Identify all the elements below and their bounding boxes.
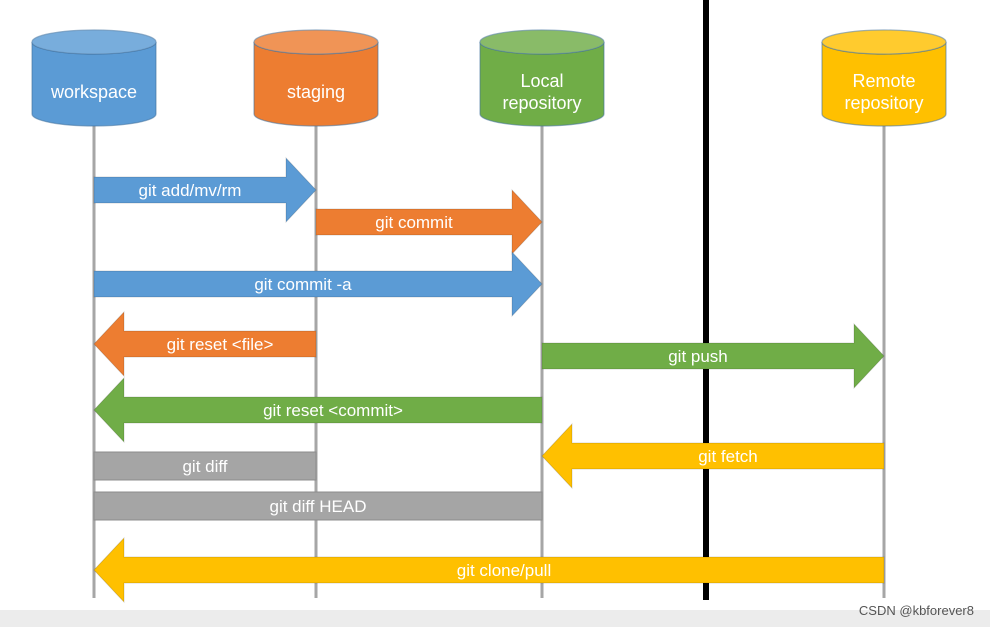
git-push-arrow bbox=[541, 322, 885, 390]
footer-bar bbox=[0, 610, 990, 627]
git-diff-bar bbox=[93, 451, 317, 481]
command-git-diff-head: git diff HEAD bbox=[93, 491, 543, 521]
lane-workspace-cylinder: workspace bbox=[31, 29, 157, 127]
cylinder-top-shade bbox=[822, 30, 946, 54]
lane-label-staging-0: staging bbox=[287, 82, 345, 102]
command-git-clone-pull: git clone/pull bbox=[93, 536, 885, 604]
lane-label-remote-0: Remote bbox=[852, 71, 915, 91]
git-commit-a-label: git commit -a bbox=[254, 275, 352, 294]
command-git-add: git add/mv/rm bbox=[93, 156, 317, 224]
lane-label-local-1: repository bbox=[502, 93, 581, 113]
command-git-commit: git commit bbox=[315, 188, 543, 256]
command-git-commit-a: git commit -a bbox=[93, 250, 543, 318]
git-add-label: git add/mv/rm bbox=[139, 181, 242, 200]
git-commit-arrow bbox=[315, 188, 543, 256]
git-add-arrow bbox=[93, 156, 317, 224]
cylinder-top bbox=[479, 29, 605, 55]
git-reset-file-arrow bbox=[93, 310, 317, 378]
lane-label-workspace-0: workspace bbox=[50, 82, 137, 102]
git-reset-commit-label: git reset <commit> bbox=[263, 401, 403, 420]
command-git-reset-file: git reset <file> bbox=[93, 310, 317, 378]
cylinder-top-shade bbox=[480, 30, 604, 54]
git-diff-label: git diff bbox=[182, 457, 227, 476]
cylinder-top bbox=[821, 29, 947, 55]
cylinder-top bbox=[31, 29, 157, 55]
git-fetch-label: git fetch bbox=[698, 447, 758, 466]
cylinder-top-shade bbox=[254, 30, 378, 54]
cylinder-top-shade bbox=[32, 30, 156, 54]
command-git-diff: git diff bbox=[93, 451, 317, 481]
cylinder-top bbox=[253, 29, 379, 55]
git-reset-commit-arrow bbox=[93, 376, 543, 444]
git-clone-pull-label: git clone/pull bbox=[457, 561, 552, 580]
git-commit-a-arrow bbox=[93, 250, 543, 318]
lane-staging-cylinder: staging bbox=[253, 29, 379, 127]
lane-label-local-0: Local bbox=[520, 71, 563, 91]
lane-label-remote-1: repository bbox=[844, 93, 923, 113]
git-commit-label: git commit bbox=[375, 213, 453, 232]
git-diff-head-bar bbox=[93, 491, 543, 521]
watermark: CSDN @kbforever8 bbox=[858, 603, 974, 618]
command-git-fetch: git fetch bbox=[541, 422, 885, 490]
git-reset-file-label: git reset <file> bbox=[167, 335, 274, 354]
command-git-reset-commit: git reset <commit> bbox=[93, 376, 543, 444]
git-diff-head-label: git diff HEAD bbox=[269, 497, 366, 516]
git-push-label: git push bbox=[668, 347, 728, 366]
command-git-push: git push bbox=[541, 322, 885, 390]
git-clone-pull-arrow bbox=[93, 536, 885, 604]
git-fetch-arrow bbox=[541, 422, 885, 490]
